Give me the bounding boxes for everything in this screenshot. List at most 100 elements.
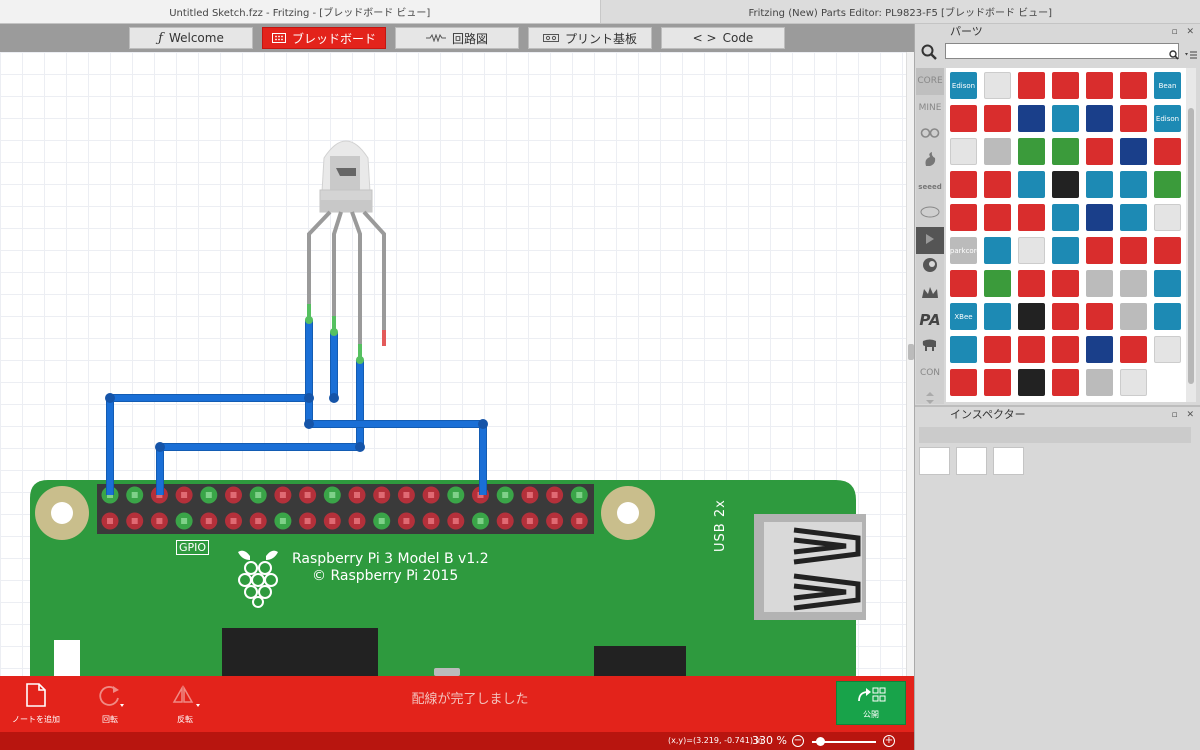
part-tile[interactable]: [1015, 201, 1048, 234]
part-tile[interactable]: [981, 168, 1014, 201]
zoom-slider-handle[interactable]: [816, 737, 825, 746]
part-tile[interactable]: [1083, 69, 1116, 102]
bin-play[interactable]: [916, 227, 944, 254]
bin-core[interactable]: CORE: [916, 68, 944, 95]
part-tile[interactable]: [1083, 234, 1116, 267]
part-tile[interactable]: [1083, 267, 1116, 300]
rgb-led[interactable]: [307, 140, 386, 360]
part-tile[interactable]: [981, 333, 1014, 366]
part-tile[interactable]: [1083, 201, 1116, 234]
parts-search-input[interactable]: [945, 43, 1179, 59]
part-tile[interactable]: [1117, 168, 1150, 201]
part-tile[interactable]: [1083, 135, 1116, 168]
bin-lilypad[interactable]: [916, 280, 944, 307]
bin-pa[interactable]: PA: [916, 307, 944, 334]
part-tile[interactable]: [1015, 234, 1048, 267]
part-tile[interactable]: [981, 201, 1014, 234]
add-note-button[interactable]: ノートを追加: [12, 682, 60, 725]
part-tile[interactable]: [1151, 168, 1184, 201]
parts-scrollbar[interactable]: [1186, 68, 1196, 402]
part-tile[interactable]: [1049, 267, 1082, 300]
part-tile[interactable]: [1117, 300, 1150, 333]
part-tile[interactable]: [1015, 267, 1048, 300]
part-tile[interactable]: [1015, 333, 1048, 366]
tab-welcome[interactable]: ƒ Welcome: [129, 27, 253, 49]
part-tile[interactable]: [947, 102, 980, 135]
part-tile[interactable]: [981, 102, 1014, 135]
breadboard-canvas[interactable]: GPIO Raspberry Pi 3 Model B v1.2 © Raspb…: [0, 52, 906, 676]
view-options-icon[interactable]: [1185, 45, 1197, 64]
part-tile[interactable]: [1049, 102, 1082, 135]
bin-contrib[interactable]: CON: [916, 360, 944, 387]
part-tile[interactable]: [1049, 69, 1082, 102]
part-tile[interactable]: [1049, 234, 1082, 267]
part-tile[interactable]: [981, 300, 1014, 333]
part-tile[interactable]: [1015, 102, 1048, 135]
rotate-button[interactable]: 回転: [96, 682, 124, 725]
part-tile[interactable]: [1117, 135, 1150, 168]
bin-snootlab[interactable]: [916, 254, 944, 281]
bin-sparkfun[interactable]: [916, 148, 944, 175]
part-tile[interactable]: [1117, 333, 1150, 366]
part-tile[interactable]: [1117, 267, 1150, 300]
part-tile[interactable]: [1117, 234, 1150, 267]
part-tile[interactable]: [1083, 102, 1116, 135]
part-tile[interactable]: sparkcore: [946, 234, 981, 267]
tab-breadboard[interactable]: ブレッドボード: [262, 27, 386, 49]
window-tab-sketch[interactable]: Untitled Sketch.fzz - Fritzing - [ブレッドボー…: [0, 0, 601, 23]
part-tile[interactable]: [1151, 300, 1184, 333]
part-tile[interactable]: [1151, 333, 1184, 366]
zoom-out-button[interactable]: −: [792, 735, 804, 747]
tab-schematic[interactable]: 回路図: [395, 27, 519, 49]
part-tile[interactable]: [1151, 135, 1184, 168]
part-tile[interactable]: [1083, 333, 1116, 366]
part-tile[interactable]: [1049, 333, 1082, 366]
part-tile[interactable]: [947, 168, 980, 201]
tab-pcb[interactable]: プリント基板: [528, 27, 652, 49]
part-tile[interactable]: [981, 366, 1014, 399]
part-tile[interactable]: [947, 267, 980, 300]
tab-code[interactable]: < > Code: [661, 27, 785, 49]
canvas-horizontal-scrollbar[interactable]: [434, 668, 460, 676]
part-tile[interactable]: [1049, 135, 1082, 168]
bin-scroll-arrows[interactable]: [916, 386, 944, 413]
search-icon[interactable]: [921, 44, 937, 64]
bin-mine[interactable]: MINE: [916, 95, 944, 122]
part-tile[interactable]: [1015, 300, 1048, 333]
part-tile[interactable]: [1117, 102, 1150, 135]
window-tab-parts-editor[interactable]: Fritzing (New) Parts Editor: PL9823-F5 […: [600, 0, 1200, 23]
wires[interactable]: [105, 316, 488, 495]
part-tile[interactable]: [1083, 168, 1116, 201]
part-tile[interactable]: [947, 201, 980, 234]
part-tile[interactable]: [1015, 135, 1048, 168]
part-tile[interactable]: [981, 267, 1014, 300]
search-field-icon[interactable]: [1169, 45, 1179, 64]
part-tile[interactable]: [1049, 366, 1082, 399]
part-tile[interactable]: [981, 135, 1014, 168]
part-tile[interactable]: [947, 333, 980, 366]
part-tile[interactable]: [1151, 234, 1184, 267]
bin-arduino[interactable]: [916, 121, 944, 148]
part-tile[interactable]: [1015, 69, 1048, 102]
part-tile[interactable]: Edison: [1151, 102, 1184, 135]
zoom-in-button[interactable]: +: [883, 735, 895, 747]
flip-button[interactable]: 反転: [170, 682, 200, 725]
part-tile[interactable]: Edison: [947, 69, 980, 102]
part-tile[interactable]: [1083, 366, 1116, 399]
part-tile[interactable]: [1151, 201, 1184, 234]
part-tile[interactable]: [1083, 300, 1116, 333]
panel-divider[interactable]: [915, 405, 1200, 407]
zoom-slider[interactable]: [812, 741, 876, 743]
part-tile[interactable]: [1049, 168, 1082, 201]
part-tile[interactable]: XBee: [947, 300, 980, 333]
part-tile[interactable]: [1117, 366, 1150, 399]
part-tile[interactable]: [947, 135, 980, 168]
bin-seeed[interactable]: seeed: [916, 174, 944, 201]
part-tile[interactable]: Bean: [1151, 69, 1184, 102]
part-tile[interactable]: [1049, 300, 1082, 333]
part-tile[interactable]: [1015, 366, 1048, 399]
part-tile[interactable]: [1151, 267, 1184, 300]
bin-elephant[interactable]: [916, 333, 944, 360]
raspberry-pi-board[interactable]: [30, 480, 866, 676]
part-tile[interactable]: [1015, 168, 1048, 201]
